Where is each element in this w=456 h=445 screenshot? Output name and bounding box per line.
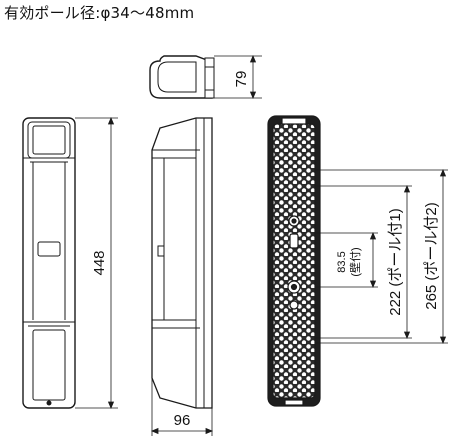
side-view: [151, 117, 213, 409]
dim-265-label: 265 (ポール付2): [423, 202, 440, 310]
rear-dimensions: [316, 168, 448, 345]
dim-79-label: 79: [233, 71, 250, 88]
dim-222-label: 222 (ポール付1): [387, 208, 404, 316]
rear-view: [267, 115, 321, 407]
top-view: [149, 55, 215, 99]
dim-448-label: 448: [91, 250, 108, 275]
pole-diameter-title: 有効ポール径:φ34〜48mm: [4, 4, 195, 22]
dimension-96: [150, 378, 214, 436]
dim-96-label: 96: [174, 412, 191, 429]
dim-83-5-label: 83.5: [336, 251, 348, 272]
dimension-79: [214, 54, 262, 100]
dimension-448: [75, 116, 118, 410]
front-view: [22, 117, 76, 409]
dim-wall-mount-note: (壁付): [348, 247, 362, 276]
